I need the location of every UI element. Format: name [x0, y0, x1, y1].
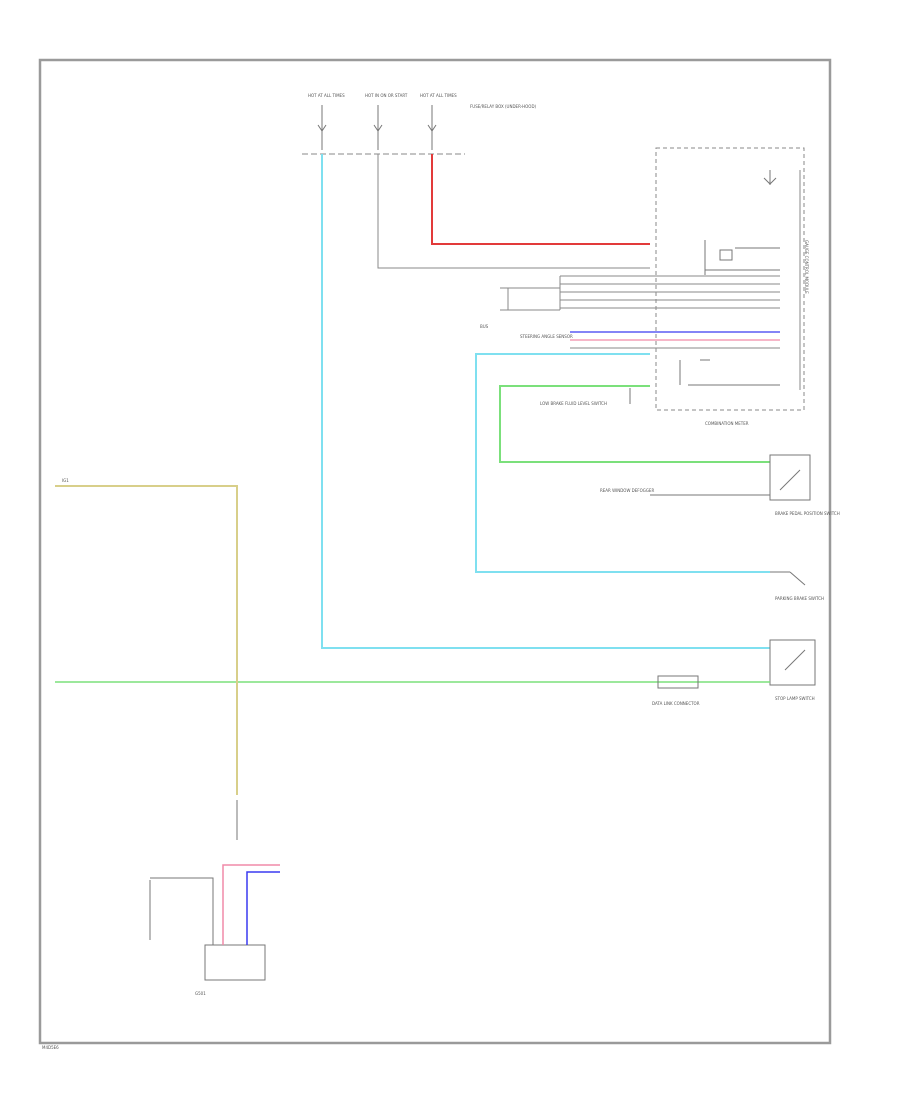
ign-label: IG1: [62, 478, 69, 483]
combination-meter-label: COMBINATION METER: [705, 421, 749, 426]
fuse-label-2: HOT IN ON OR START: [365, 93, 408, 98]
low-fuel-label: LOW BRAKE FLUID LEVEL SWITCH: [540, 401, 607, 406]
switch-parking-brake: [770, 571, 806, 586]
fuse-box-label: FUSE/RELAY BOX (UNDER-HOOD): [470, 104, 537, 109]
wire-cyan-2: [475, 353, 770, 573]
data-link-connector: [657, 675, 699, 689]
gnd-left-label: G501: [195, 991, 206, 996]
brake-pedal-label: BRAKE PEDAL POSITION SWITCH: [775, 511, 840, 516]
wire-gray-1: [377, 154, 650, 269]
gauge-control-label: GAUGE CONTROL MODULE: [804, 240, 809, 294]
wire-green-1: [499, 385, 770, 463]
rear-window-label: REAR WINDOW DEFOGGER: [600, 488, 654, 493]
wire-cyan-1: [321, 154, 770, 649]
wire-red: [431, 154, 650, 245]
wire-pink-bottom: [222, 864, 280, 945]
bus-label: BUS: [480, 324, 489, 329]
switch-stop-lamp: [769, 639, 816, 686]
fuses: [317, 105, 437, 150]
wire-yellow: [55, 485, 238, 795]
page-code: M4D5E6: [42, 1045, 59, 1050]
steering-label: STEERING ANGLE SENSOR: [520, 334, 573, 339]
stop-lamp-label: STOP LAMP SWITCH: [775, 696, 815, 701]
parking-brake-label: PARKING BRAKE SWITCH: [775, 596, 824, 601]
combination-meter-box: [655, 147, 805, 411]
wire-blue-bottom: [246, 871, 280, 945]
data-link-label: DATA LINK CONNECTOR: [652, 701, 700, 706]
frame-border: [38, 58, 832, 1045]
bottom-component: [149, 800, 266, 981]
fuse-label-3: HOT AT ALL TIMES: [420, 93, 457, 98]
meter-internals: [679, 170, 780, 386]
fuse-labels: HOT AT ALL TIMES HOT IN ON OR START HOT …: [308, 93, 537, 109]
bus-wires: [500, 275, 780, 311]
switch-brake-pedal: [650, 454, 811, 501]
fuse-label-1: HOT AT ALL TIMES: [308, 93, 345, 98]
